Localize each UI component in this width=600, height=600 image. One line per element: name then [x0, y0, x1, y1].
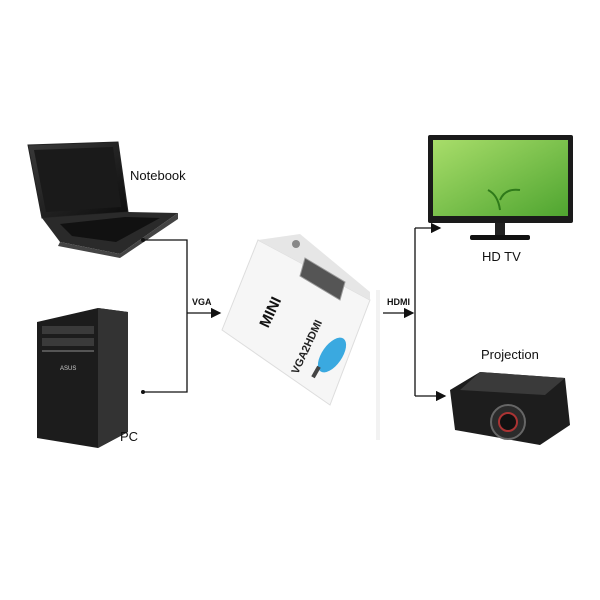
projector-image [450, 372, 570, 445]
hdmi-label: HDMI [387, 297, 410, 307]
adapter-image: MINI VGA2HDMI [221, 234, 371, 406]
tv-image [428, 135, 573, 240]
divider [376, 290, 380, 440]
connection-lines [143, 222, 447, 402]
notebook-image [27, 141, 178, 258]
pc-label: PC [120, 429, 139, 444]
vga-label: VGA [192, 297, 212, 307]
projection-label: Projection [481, 347, 539, 362]
svg-text:ASUS: ASUS [60, 366, 76, 372]
hd-tv-label: HD TV [482, 249, 521, 264]
pc-tower-image: ASUS [37, 308, 128, 448]
notebook-label: Notebook [130, 168, 186, 183]
